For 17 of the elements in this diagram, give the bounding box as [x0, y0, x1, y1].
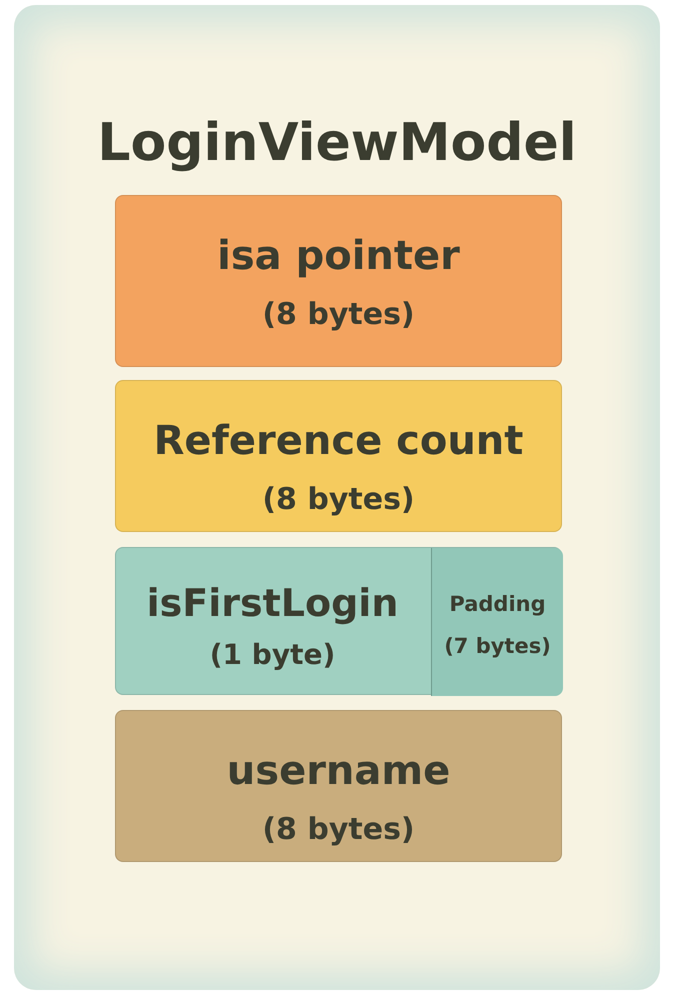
field-size: (8 bytes) — [261, 298, 416, 331]
memory-block — [115, 195, 562, 367]
memory-block — [115, 547, 562, 695]
field-name: Padding — [448, 593, 547, 616]
field-size: (1 byte) — [208, 640, 336, 671]
memory-block — [115, 710, 562, 862]
field-size: (8 bytes) — [261, 483, 416, 516]
memory-block — [115, 380, 562, 532]
padding-block — [431, 548, 563, 696]
field-name: isa pointer — [216, 234, 461, 278]
field-size: (8 bytes) — [261, 813, 416, 846]
field-name: isFirstLogin — [146, 583, 400, 625]
card-background — [14, 5, 660, 990]
field-size: (7 bytes) — [443, 635, 552, 658]
card-heading: LoginViewModel — [96, 115, 578, 172]
field-name: username — [226, 749, 452, 793]
field-name: Reference count — [152, 419, 524, 463]
